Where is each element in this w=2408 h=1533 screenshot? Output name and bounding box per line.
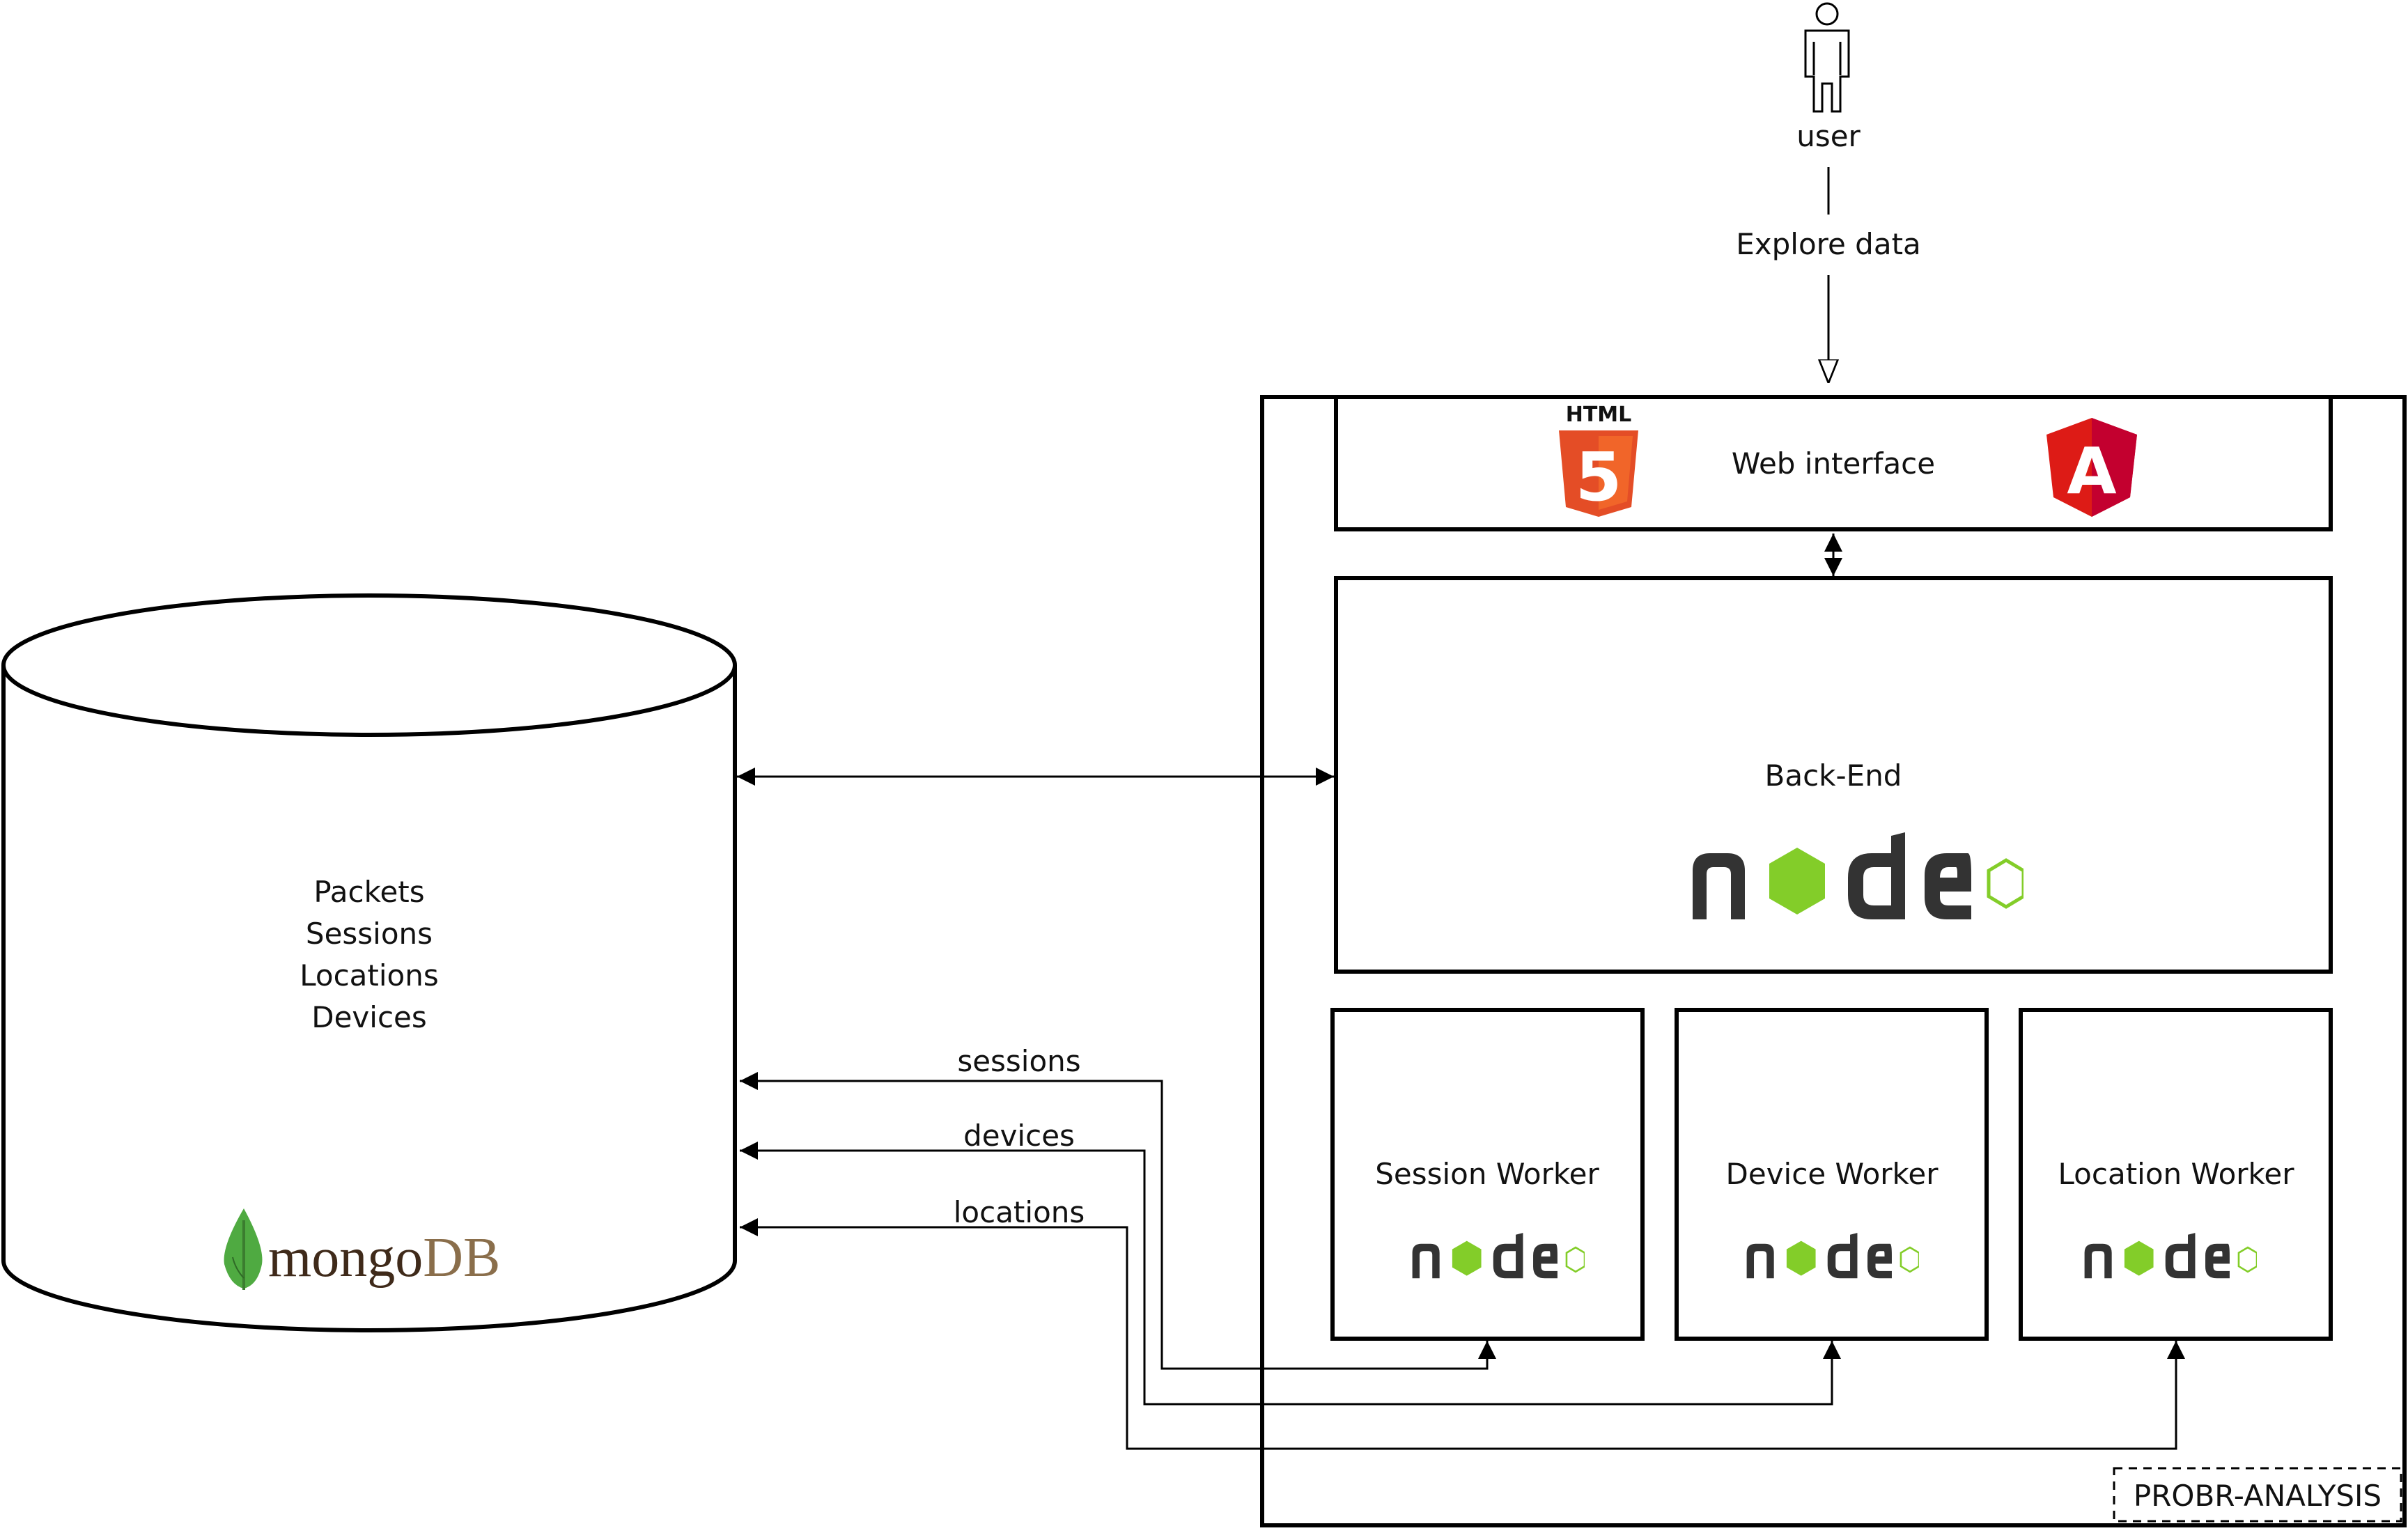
mongodb-database: Packets Sessions Locations Devices mongo… [1, 593, 737, 1332]
session-worker-label: Session Worker [1375, 1157, 1599, 1191]
device-worker: Device Worker [1675, 1008, 1989, 1341]
location-worker: Location Worker [2019, 1008, 2333, 1341]
mongodb-logo-prefix: mongo [268, 1227, 423, 1289]
sessions-label: sessions [957, 1044, 1080, 1078]
probr-analysis-system: PROBR-ANALYSIS Web interface HTML 5 A [1260, 395, 2407, 1527]
locations-label: locations [954, 1195, 1085, 1229]
html5-badge-text: HTML [1566, 403, 1632, 427]
backend-box [1334, 576, 2333, 974]
system-name: PROBR-ANALYSIS [2134, 1479, 2382, 1513]
database-cylinder [1, 665, 737, 1332]
sessions-connector: sessions [740, 1044, 1496, 1370]
device-worker-label: Device Worker [1726, 1157, 1939, 1191]
db-collection-sessions: Sessions [306, 917, 433, 951]
explore-data-label: Explore data [1736, 227, 1921, 261]
mongodb-logo: mongoDB [224, 1208, 500, 1290]
svg-text:mongoDB: mongoDB [268, 1227, 500, 1289]
backend-label: Back-End [1765, 758, 1902, 793]
web-interface-box [1334, 395, 2333, 531]
db-collection-locations: Locations [300, 958, 439, 993]
backend: Back-End [1334, 576, 2333, 974]
user-actor: user [1796, 2, 1861, 153]
devices-connector: devices [740, 1119, 1841, 1406]
location-worker-label: Location Worker [2058, 1157, 2295, 1191]
leaf-icon [224, 1208, 263, 1290]
user-label: user [1796, 119, 1861, 153]
web-interface: Web interface HTML 5 A [1334, 395, 2333, 531]
html5-digit: 5 [1576, 438, 1622, 516]
user-icon [1804, 2, 1850, 113]
web-interface-label: Web interface [1732, 446, 1935, 481]
html5-icon: HTML 5 [1559, 403, 1638, 517]
angular-icon: A [2046, 418, 2137, 517]
db-collection-packets: Packets [313, 875, 424, 909]
system-name-box [2113, 1467, 2402, 1523]
mongodb-logo-suffix: DB [423, 1227, 500, 1289]
devices-label: devices [963, 1119, 1075, 1153]
locations-connector: locations [740, 1195, 2185, 1450]
db-collection-devices: Devices [311, 1000, 427, 1034]
database-top [1, 593, 737, 737]
session-worker: Session Worker [1330, 1008, 1645, 1341]
angular-letter: A [2067, 434, 2116, 508]
